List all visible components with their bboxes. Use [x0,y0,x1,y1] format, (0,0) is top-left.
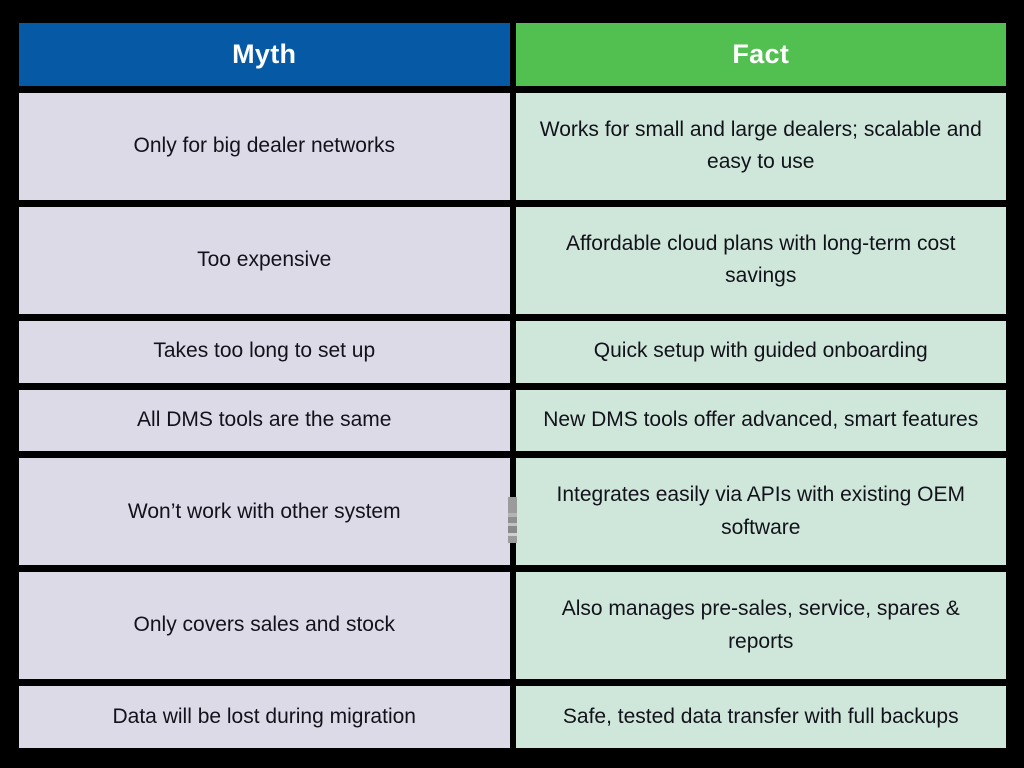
table-body: Only for big dealer networks Works for s… [19,93,1006,748]
table-header: Myth Fact [19,23,1006,86]
cell-fact: Affordable cloud plans with long-term co… [515,206,1006,314]
cell-myth: Data will be lost during migration [19,686,510,748]
cell-myth: Only for big dealer networks [19,93,510,200]
cell-fact: Integrates easily via APIs with existing… [515,458,1006,566]
cell-myth: Takes too long to set up [19,320,510,383]
scrollbar-thumb[interactable] [508,497,517,543]
cell-fact: New DMS tools offer advanced, smart feat… [515,389,1006,452]
table-row: Too expensive Affordable cloud plans wit… [19,206,1006,314]
cell-myth: Too expensive [19,206,510,314]
cell-fact: Also manages pre-sales, service, spares … [515,572,1006,680]
table-row: Won’t work with other system Integrates … [19,458,1006,566]
column-header-myth: Myth [19,23,510,86]
column-header-fact: Fact [515,23,1006,86]
table-header-row: Myth Fact [19,23,1006,86]
cell-fact: Safe, tested data transfer with full bac… [515,686,1006,748]
table-row: Data will be lost during migration Safe,… [19,686,1006,748]
cell-fact: Works for small and large dealers; scala… [515,93,1006,200]
myth-fact-table: Myth Fact Only for big dealer networks W… [13,16,1012,755]
cell-myth: All DMS tools are the same [19,389,510,452]
table-row: Only covers sales and stock Also manages… [19,572,1006,680]
cell-fact: Quick setup with guided onboarding [515,320,1006,383]
cell-myth: Won’t work with other system [19,458,510,566]
table-row: Only for big dealer networks Works for s… [19,93,1006,200]
table-row: All DMS tools are the same New DMS tools… [19,389,1006,452]
table-row: Takes too long to set up Quick setup wit… [19,320,1006,383]
cell-myth: Only covers sales and stock [19,572,510,680]
